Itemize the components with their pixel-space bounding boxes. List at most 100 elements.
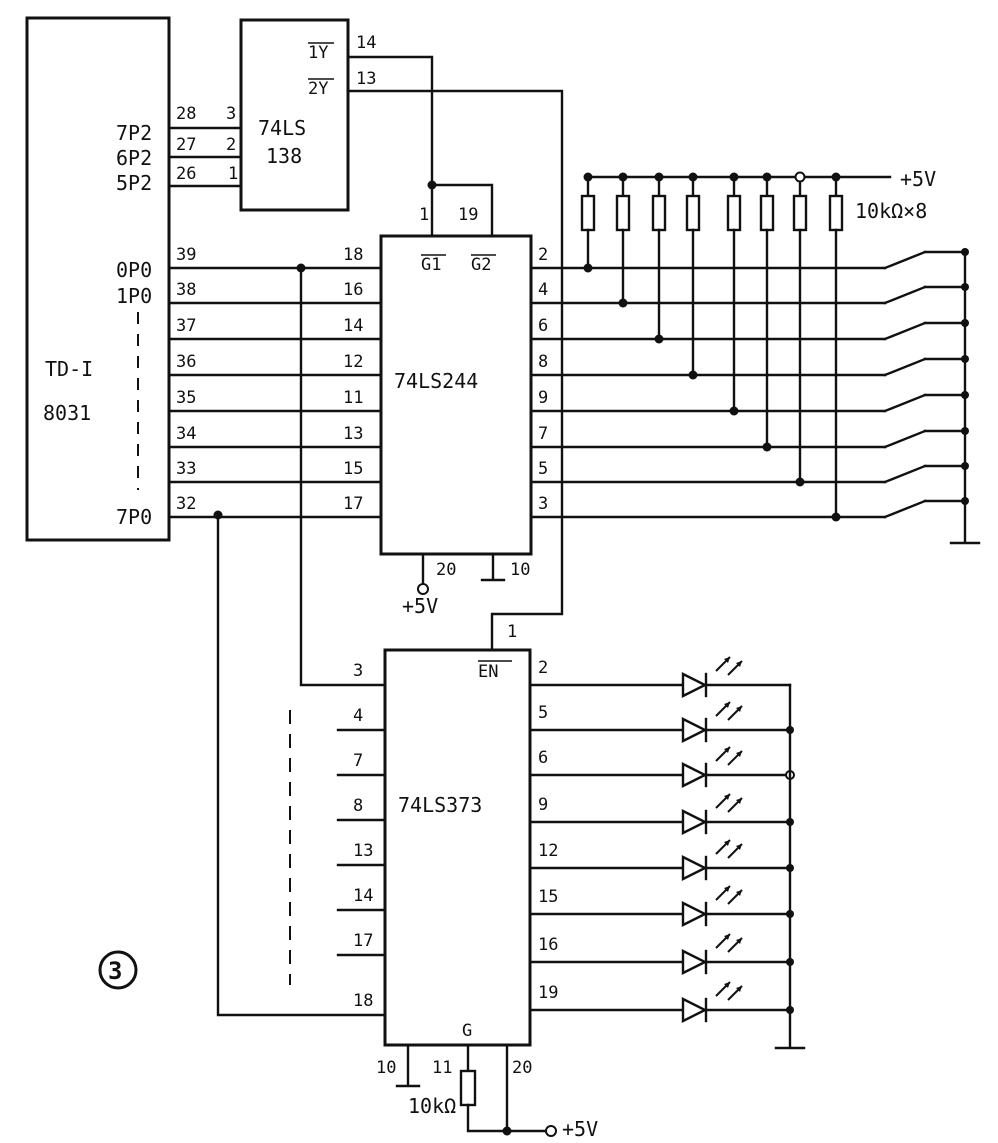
switch-blade-3: [883, 357, 927, 377]
latch-pin-12: 12: [538, 841, 558, 861]
cpu-port-6p2-label: 6P2: [116, 146, 152, 170]
figure-number: 3: [108, 957, 122, 985]
junction-rail-2: [654, 172, 664, 182]
junction-pullup-3: [688, 370, 698, 380]
latch-pin-20: 20: [512, 1058, 532, 1078]
junction-pullup-1: [618, 298, 628, 308]
led-arrowhead-b-7: [736, 986, 742, 992]
latch-pin-16: 16: [538, 935, 558, 955]
led-arrowhead-a-7: [724, 982, 730, 988]
decoder-pin-14: 14: [356, 33, 376, 53]
cpu-port-5p2-label: 5P2: [116, 171, 152, 195]
junction-pullup-0: [583, 263, 593, 273]
decoder-name-line2: 138: [266, 144, 302, 168]
decoder-output-1y-label: 1Y: [308, 43, 328, 63]
pullup-resistor-4: [726, 194, 742, 232]
latch-pin-15: 15: [538, 887, 558, 907]
pullup-resistor-6: [792, 194, 808, 232]
buffer-g1-label: G1: [421, 255, 441, 275]
led-arrowhead-b-3: [736, 798, 742, 804]
buffer-pin-5: 5: [538, 459, 548, 479]
latch-pin-6: 6: [538, 748, 548, 768]
led-7: [681, 997, 708, 1023]
cpu-pin-36: 36: [176, 352, 196, 372]
cpu-port-7p0-label: 7P0: [116, 505, 152, 529]
decoder-pin-3: 3: [226, 104, 236, 124]
cpu-pin-26: 26: [176, 164, 196, 184]
junction-pullup-4: [729, 406, 739, 416]
latch-pin-18: 18: [353, 991, 373, 1011]
buffer-pin-15: 15: [343, 459, 363, 479]
cpu-pin-28: 28: [176, 104, 196, 124]
junction-rail-0: [583, 172, 593, 182]
buffer-power-label: +5V: [402, 594, 438, 618]
pullup-resistor-2: [651, 194, 667, 232]
junction-pullup-5: [762, 442, 772, 452]
junction-rail-3: [688, 172, 698, 182]
led-1: [681, 717, 708, 743]
pullup-rating-label: 10kΩ×8: [855, 199, 927, 223]
cpu-name: TD-I: [45, 357, 93, 381]
latch-name: 74LS373: [398, 793, 482, 817]
buffer-pin-7: 7: [538, 424, 548, 444]
switch-blade-5: [883, 429, 927, 449]
buffer-pin-9: 9: [538, 388, 548, 408]
junction-rail-1: [618, 172, 628, 182]
latch-resistor-label: 10kΩ: [408, 1094, 456, 1118]
buffer-pin-4: 4: [538, 280, 548, 300]
buffer-pin-10: 10: [510, 560, 530, 580]
led-arrowhead-a-5: [724, 886, 730, 892]
buffer-pin-16: 16: [343, 280, 363, 300]
pullup-resistor-1: [615, 194, 631, 232]
switch-blade-2: [883, 321, 927, 341]
latch-pin-1: 1: [507, 622, 517, 642]
buffer-pin-8: 8: [538, 352, 548, 372]
led-arrowhead-a-1: [724, 702, 730, 708]
buffer-pin-11: 11: [343, 388, 363, 408]
pullup-resistor-3: [685, 194, 701, 232]
led-2: [681, 762, 708, 788]
latch-pin-19: 19: [538, 983, 558, 1003]
latch-pin-7: 7: [353, 751, 363, 771]
junction-pullup-6: [795, 477, 805, 487]
junction-rail-6: [794, 171, 806, 183]
cpu-model: 8031: [43, 401, 91, 425]
switch-blade-6: [883, 464, 927, 484]
buffer-pin-13: 13: [343, 424, 363, 444]
pullup-resistor-7: [828, 194, 844, 232]
buffer-74ls244-chip: [379, 234, 533, 556]
switch-blade-7: [883, 499, 927, 519]
switch-blade-4: [883, 393, 927, 413]
buffer-pin-3: 3: [538, 494, 548, 514]
junction-373-power: [502, 1126, 512, 1136]
switch-blade-0: [883, 250, 927, 270]
buffer-pin-12: 12: [343, 352, 363, 372]
led-arrowhead-b-1: [736, 706, 742, 712]
latch-pin-11: 11: [432, 1058, 452, 1078]
led-0: [681, 672, 708, 698]
wire-244-g2: [430, 183, 494, 238]
latch-74ls373-chip: [383, 648, 532, 1047]
latch-power-label: +5V: [562, 1117, 598, 1141]
figure-number-circle: [98, 950, 138, 990]
led-5: [681, 901, 708, 927]
cpu-pin-35: 35: [176, 388, 196, 408]
led-arrowhead-b-5: [736, 890, 742, 896]
latch-gate-label: G: [462, 1021, 472, 1041]
led-6: [681, 949, 708, 975]
latch-pin-2: 2: [538, 658, 548, 678]
led-arrowhead-b-2: [736, 751, 742, 757]
decoder-pin-13: 13: [356, 69, 376, 89]
wire-2y-to-373-enable: [346, 89, 564, 652]
led-arrowhead-a-4: [724, 840, 730, 846]
pullup-resistor-5: [759, 194, 775, 232]
junction-7p0: [213, 510, 223, 520]
latch-en-label: EN: [478, 662, 498, 682]
buffer-g2-label: G2: [471, 255, 491, 275]
cpu-pin-33: 33: [176, 459, 196, 479]
led-arrowhead-a-3: [724, 794, 730, 800]
buffer-pin-14: 14: [343, 316, 363, 336]
